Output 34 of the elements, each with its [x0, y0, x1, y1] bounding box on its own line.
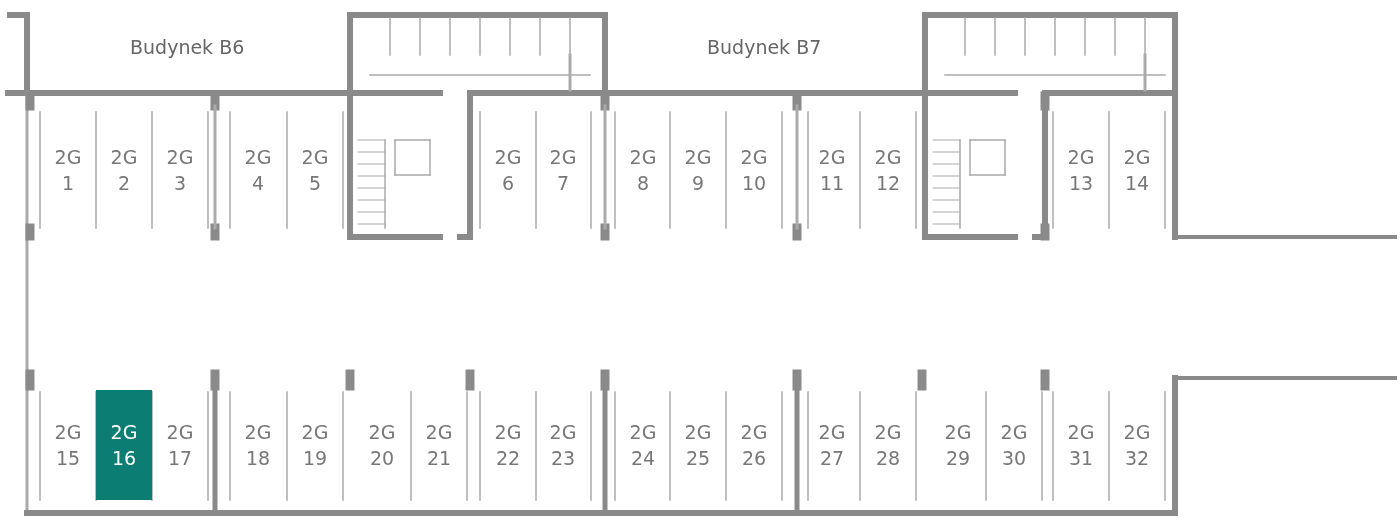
parking-space: 2G 21 — [411, 390, 467, 500]
building-label: Budynek B6 — [130, 36, 245, 58]
parking-space: 2G 9 — [670, 112, 726, 228]
parking-space: 2G 19 — [287, 390, 343, 500]
parking-space: 2G 20 — [354, 390, 410, 500]
parking-space: 2G 18 — [230, 390, 286, 500]
parking-space: 2G 24 — [615, 390, 671, 500]
parking-space: 2G 15 — [40, 390, 96, 500]
parking-space: 2G 4 — [230, 112, 286, 228]
parking-space: 2G 10 — [726, 112, 782, 228]
parking-space: 2G 29 — [930, 390, 986, 500]
parking-space: 2G 23 — [535, 390, 591, 500]
parking-space: 2G 14 — [1109, 112, 1165, 228]
parking-space: 2G 1 — [40, 112, 96, 228]
parking-space: 2G 2 — [96, 112, 152, 228]
parking-space: 2G 8 — [615, 112, 671, 228]
parking-space: 2G 32 — [1109, 390, 1165, 500]
parking-space: 2G 11 — [804, 112, 860, 228]
parking-space: 2G 6 — [480, 112, 536, 228]
parking-space: 2G 25 — [670, 390, 726, 500]
parking-space: 2G 26 — [726, 390, 782, 500]
building-label: Budynek B7 — [707, 36, 822, 58]
parking-space: 2G 5 — [287, 112, 343, 228]
parking-space: 2G 3 — [152, 112, 208, 228]
parking-space: 2G 13 — [1053, 112, 1109, 228]
parking-space: 2G 31 — [1053, 390, 1109, 500]
parking-space: 2G 22 — [480, 390, 536, 500]
parking-space: 2G 7 — [535, 112, 591, 228]
parking-space: 2G 30 — [986, 390, 1042, 500]
parking-space: 2G 17 — [152, 390, 208, 500]
parking-space: 2G 12 — [860, 112, 916, 228]
highlighted-parking-space: 2G 16 — [96, 390, 152, 500]
parking-space: 2G 27 — [804, 390, 860, 500]
parking-space: 2G 28 — [860, 390, 916, 500]
